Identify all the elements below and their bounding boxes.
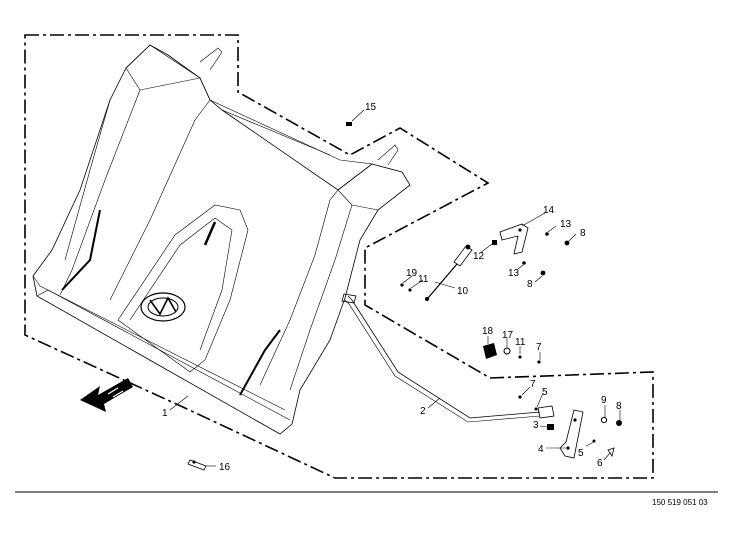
callout-15: 15 [365,102,377,113]
callout-16: 16 [219,462,231,473]
callout-8c: 8 [616,401,622,412]
callout-1: 1 [162,408,168,419]
callout-10: 10 [457,286,469,297]
callout-14: 14 [543,205,555,216]
brand-logo [140,292,186,322]
callout-8b: 8 [527,279,533,290]
callout-7a: 7 [530,379,536,390]
callout-3: 3 [533,420,539,431]
part-19-11-small [400,283,412,292]
part-6-screw [607,447,615,457]
part-8-nuts [540,240,622,426]
callout-2: 2 [420,406,426,417]
callout-17: 17 [502,330,514,341]
part-16-clip [187,459,207,471]
part-11-pin [518,355,522,359]
part-5-pins [534,407,596,443]
callout-8a: 8 [580,228,586,239]
part-7-pins [518,360,541,399]
callout-13b: 13 [508,268,520,279]
callout-7b: 7 [536,342,542,353]
callout-labels: 1 2 3 4 5 5 6 7 7 8 8 8 9 10 11 11 12 13… [162,102,622,473]
part-13-screws [522,232,549,265]
callout-5a: 5 [542,387,548,398]
part-17-washer [503,347,511,355]
part-12-nut [492,240,497,245]
part-2-rod [341,293,555,423]
part-4-lever [559,409,584,459]
callout-13a: 13 [560,219,572,230]
callout-11b: 11 [515,337,526,348]
leader-lines [169,109,621,467]
drawing-number: 150 519 051 03 [652,498,708,507]
part-15-screw [346,122,352,126]
callout-6: 6 [597,458,603,469]
callout-9: 9 [601,395,607,406]
callout-19: 19 [406,268,418,279]
hood-cover [32,44,411,435]
direction-arrow-icon [80,378,133,412]
part-14-bracket [499,223,529,255]
part-9-washer [600,416,608,424]
part-3-screw [547,424,554,430]
part-10-gas-spring [425,244,473,301]
callout-5b: 5 [578,448,584,459]
part-18-knob [483,343,497,359]
assembly-boundary [24,34,654,479]
callout-11a: 11 [418,274,429,285]
callout-12: 12 [473,251,485,262]
callout-4: 4 [538,444,544,455]
callout-18: 18 [482,326,494,337]
